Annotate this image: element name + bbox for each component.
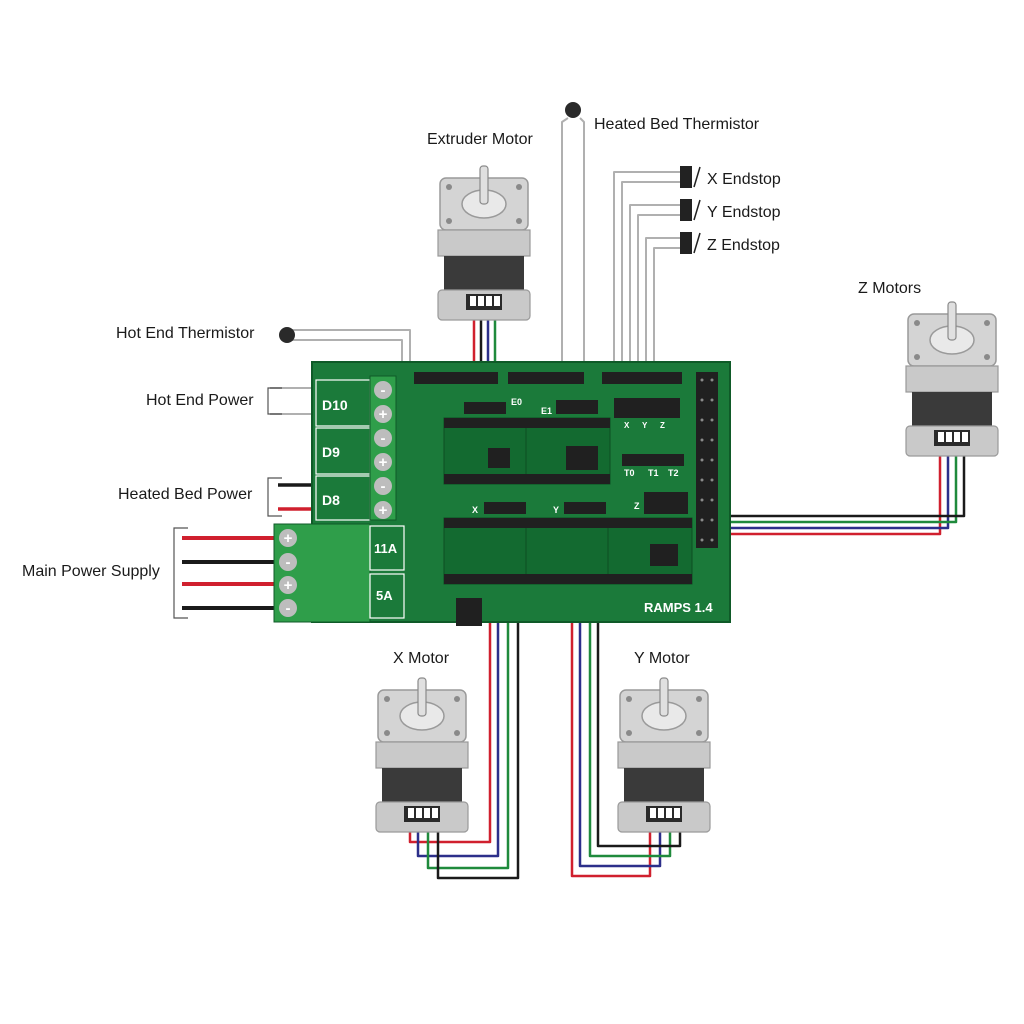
y-motor-label: Y Motor — [634, 650, 690, 667]
heated-bed-power-label: Heated Bed Power — [118, 486, 253, 503]
pin-headers — [414, 372, 718, 626]
z-endstop-label: Z Endstop — [707, 237, 780, 254]
main-power-wires — [182, 536, 286, 610]
power-sign: - — [286, 554, 291, 571]
main-power-supply-label: Main Power Supply — [22, 563, 160, 580]
y-endstop-label: Y Endstop — [707, 204, 781, 221]
d9-label: D9 — [322, 444, 340, 460]
z-driver-label: Z — [634, 501, 640, 511]
power-input-connector: + - + - 11A 5A — [273, 523, 405, 623]
t0-label: T0 — [624, 468, 635, 478]
terminal-sign: - — [381, 382, 386, 399]
power-sign: + — [284, 530, 293, 547]
z-motors-label: Z Motors — [858, 280, 921, 297]
diagram-labels: Extruder Motor Heated Bed Thermistor X E… — [22, 116, 921, 667]
power-sign: + — [284, 577, 293, 594]
t1-label: T1 — [648, 468, 659, 478]
endstop-y-label: Y — [642, 421, 648, 430]
x-endstop-label: X Endstop — [707, 171, 781, 188]
x-driver-label: X — [472, 505, 478, 515]
terminal-sign: + — [379, 502, 388, 519]
silkscreen-labels: E0 E1 X Y Z T0 T1 T2 X Y Z RAMPS 1.4 — [472, 397, 713, 615]
z-motor — [905, 301, 999, 457]
power-sign: - — [286, 600, 291, 617]
terminal-sign: - — [381, 478, 386, 495]
hot-end-thermistor-label: Hot End Thermistor — [116, 325, 255, 342]
d8-label: D8 — [322, 492, 340, 508]
endstop-wires — [613, 171, 680, 408]
endstop-x-label: X — [624, 421, 630, 430]
terminal-sign: - — [381, 430, 386, 447]
fuse-11a-label: 11A — [374, 541, 398, 556]
heated-bed-thermistor-label: Heated Bed Thermistor — [594, 116, 760, 133]
wires — [182, 117, 966, 880]
terminal-sign: + — [379, 454, 388, 471]
y-motor — [617, 677, 711, 833]
y-motor-wires — [570, 510, 682, 878]
screw-terminal-strip: - + - + - + — [369, 375, 397, 521]
extruder-motor — [437, 165, 531, 321]
endstop-z-label: Z — [660, 421, 665, 430]
hot-end-power-label: Hot End Power — [146, 392, 254, 409]
terminal-sign: + — [379, 406, 388, 423]
x-motor — [375, 677, 469, 833]
x-motor-label: X Motor — [393, 650, 450, 667]
t2-label: T2 — [668, 468, 679, 478]
y-endstop-switch — [679, 198, 701, 222]
heated-bed-thermistor-bead — [565, 102, 581, 118]
e0-label: E0 — [511, 397, 522, 407]
e1-label: E1 — [541, 406, 552, 416]
z-endstop-switch — [679, 231, 701, 255]
extruder-motor-label: Extruder Motor — [427, 131, 533, 148]
y-driver-label: Y — [553, 505, 559, 515]
board-name: RAMPS 1.4 — [644, 600, 713, 615]
output-blocks: D10 D9 D8 — [315, 379, 371, 521]
label-brackets — [173, 387, 282, 619]
x-endstop-switch — [679, 165, 701, 189]
pin-dots — [700, 378, 714, 542]
fuse-5a-label: 5A — [376, 588, 393, 603]
hot-end-thermistor-bead — [279, 327, 295, 343]
d10-label: D10 — [322, 397, 348, 413]
ramps-board: D10 D9 D8 - + - + - + + — [273, 361, 731, 626]
